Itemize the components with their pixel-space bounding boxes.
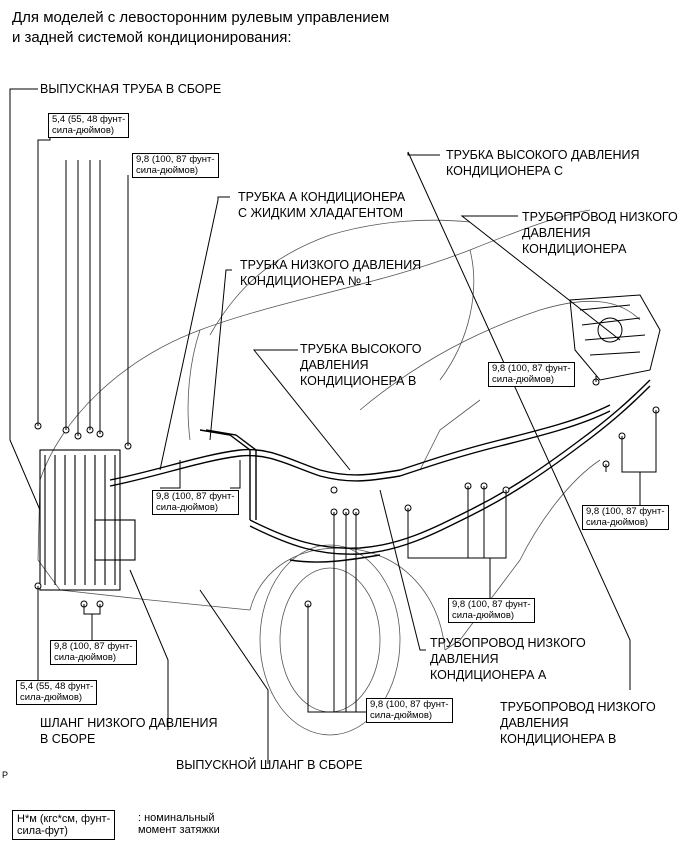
label-low-pipe-1-line2: КОНДИЦИОНЕРА № 1 [240,274,372,288]
label-low-line-a-line3: КОНДИЦИОНЕРА А [430,668,547,682]
label-high-pipe-b-line3: КОНДИЦИОНЕРА В [300,374,417,388]
label-low-pipe-1-line1: ТРУБКА НИЗКОГО ДАВЛЕНИЯ [240,258,422,272]
compressor [569,294,661,381]
label-low-line-line2: ДАВЛЕНИЯ [522,226,591,240]
torque-box-bottom-left: 9,8 (100, 87 фунт- сила-дюймов) [50,640,137,665]
label-high-pipe-b-line1: ТРУБКА ВЫСОКОГО [300,342,422,356]
condenser [39,449,136,591]
label-low-line-b-line2: ДАВЛЕНИЯ [500,716,569,730]
page-mark: P [2,770,9,780]
legend-description: : номинальный момент затяжки [138,812,220,836]
refrigerant-pipes [109,379,651,563]
label-liquid-pipe-a-line1: ТРУБКА А КОНДИЦИОНЕРА [238,190,406,204]
torque-box-top-left: 5,4 (55, 48 фунт- сила-дюймов) [48,113,130,138]
torque-box-center-right: 9,8 (100, 87 фунт- сила-дюймов) [448,598,535,623]
header-line-2: и задней системой кондиционирования: [12,29,292,46]
label-low-line-b-line1: ТРУБОПРОВОД НИЗКОГО [500,700,656,714]
label-high-pipe-b-line2: ДАВЛЕНИЯ [300,358,369,372]
label-low-line-a-line2: ДАВЛЕНИЯ [430,652,499,666]
label-low-line-b-line3: КОНДИЦИОНЕРА В [500,732,617,746]
label-low-line-line3: КОНДИЦИОНЕРА [522,242,627,256]
bolts [34,378,660,608]
label-liquid-pipe-a-line2: С ЖИДКИМ ХЛАДАГЕНТОМ [238,206,404,220]
label-discharge-pipe: ВЫПУСКНАЯ ТРУБА В СБОРЕ [40,82,222,96]
torque-box-right: 9,8 (100, 87 фунт- сила-дюймов) [582,505,669,530]
label-low-line-a-line1: ТРУБОПРОВОД НИЗКОГО [430,636,586,650]
label-low-hose-line2: В СБОРЕ [40,732,96,746]
torque-box-top-center: 9,8 (100, 87 фунт- сила-дюймов) [132,153,219,178]
label-low-hose-line1: ШЛАНГ НИЗКОГО ДАВЛЕНИЯ [40,716,218,730]
label-high-pipe-c-line2: КОНДИЦИОНЕРА С [446,164,563,178]
label-low-line-line1: ТРУБОПРОВОД НИЗКОГО [522,210,678,224]
label-discharge-hose: ВЫПУСКНОЙ ШЛАНГ В СБОРЕ [176,758,363,772]
torque-box-bottom-left-2: 5,4 (55, 48 фунт- сила-дюймов) [16,680,98,705]
label-high-pipe-c-line1: ТРУБКА ВЫСОКОГО ДАВЛЕНИЯ [446,148,640,162]
legend-unit-box: Н*м (кгс*см, фунт- сила-фут) [12,810,116,840]
torque-box-center-left: 9,8 (100, 87 фунт- сила-дюймов) [152,490,239,515]
header-line-1: Для моделей с левосторонним рулевым упра… [12,9,390,26]
torque-box-bottom-center: 9,8 (100, 87 фунт- сила-дюймов) [366,698,453,723]
torque-box-right-upper: 9,8 (100, 87 фунт- сила-дюймов) [488,362,575,387]
leader-lines [9,88,657,764]
